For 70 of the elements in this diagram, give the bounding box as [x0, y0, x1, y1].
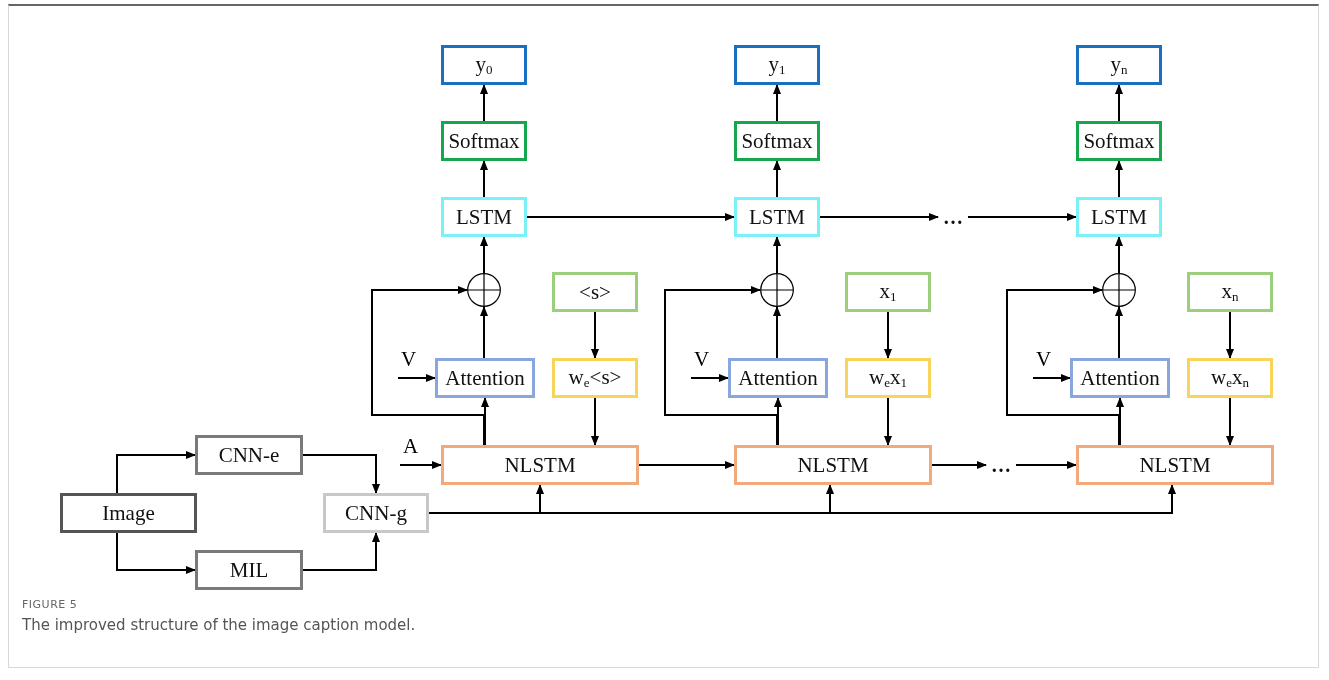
arrow — [1115, 84, 1123, 122]
arrow — [116, 532, 196, 574]
process-box: LSTM — [734, 197, 820, 237]
arrow — [1115, 160, 1123, 198]
arrow — [773, 236, 781, 274]
process-box: MIL — [195, 550, 303, 590]
arrow — [302, 454, 380, 494]
sum-circle — [760, 273, 794, 307]
arrow — [526, 213, 735, 221]
process-box: y$_{n}$ — [1076, 45, 1162, 85]
process-box: NLSTM — [734, 445, 932, 485]
process-box: x$_{1}$ — [845, 272, 931, 312]
process-box: Attention — [435, 358, 535, 398]
arrow — [1032, 374, 1071, 382]
arrow — [967, 213, 1077, 221]
process-box: y$_{1}$ — [734, 45, 820, 85]
process-box: Image — [60, 493, 197, 533]
arrow — [481, 397, 489, 446]
arrow — [773, 306, 781, 359]
arrow — [1115, 236, 1123, 274]
arrow — [1115, 306, 1123, 359]
caption: The improved structure of the image caption model. — [22, 616, 416, 634]
arrow — [480, 84, 488, 122]
process-box: NLSTM — [441, 445, 639, 485]
arrow — [591, 397, 599, 446]
process-box: <s> — [552, 272, 638, 312]
arrow — [1226, 397, 1234, 446]
ellipsis-text: … — [986, 451, 1016, 479]
process-box: NLSTM — [1076, 445, 1274, 485]
arrow — [1226, 311, 1234, 359]
arrow — [1015, 461, 1077, 469]
arrow — [931, 461, 987, 469]
arrow — [1116, 397, 1124, 446]
arrow — [884, 397, 892, 446]
ellipsis-text: … — [938, 203, 968, 231]
sum-circle — [467, 273, 501, 307]
process-box: x$_{n}$ — [1187, 272, 1273, 312]
process-box: w$_{e}$x$_{n}$ — [1187, 358, 1273, 398]
arrow — [480, 236, 488, 274]
process-box: CNN-e — [195, 435, 303, 475]
process-box: LSTM — [441, 197, 527, 237]
process-box: LSTM — [1076, 197, 1162, 237]
process-box: y$_{0}$ — [441, 45, 527, 85]
arrow — [397, 374, 436, 382]
arrow — [773, 84, 781, 122]
process-box: w$_{e}$<s> — [552, 358, 638, 398]
arrow — [371, 286, 485, 446]
process-box: Softmax — [441, 121, 527, 161]
process-box: Softmax — [1076, 121, 1162, 161]
arrow — [399, 461, 442, 469]
arrow — [884, 311, 892, 359]
figure-label: FIGURE 5 — [22, 598, 78, 611]
sum-circle — [1102, 273, 1136, 307]
arrow — [774, 397, 782, 446]
arrow — [664, 286, 778, 446]
arrow — [480, 306, 488, 359]
process-box: Softmax — [734, 121, 820, 161]
arrow — [638, 461, 735, 469]
arrow — [690, 374, 729, 382]
arrow — [1006, 286, 1120, 446]
arrow — [773, 160, 781, 198]
arrow — [591, 311, 599, 359]
process-box: Attention — [1070, 358, 1170, 398]
arrow — [819, 213, 939, 221]
arrow — [302, 532, 380, 571]
arrow — [480, 160, 488, 198]
process-box: Attention — [728, 358, 828, 398]
arrow — [116, 451, 196, 494]
process-box: CNN-g — [323, 493, 429, 533]
process-box: w$_{e}$x$_{1}$ — [845, 358, 931, 398]
